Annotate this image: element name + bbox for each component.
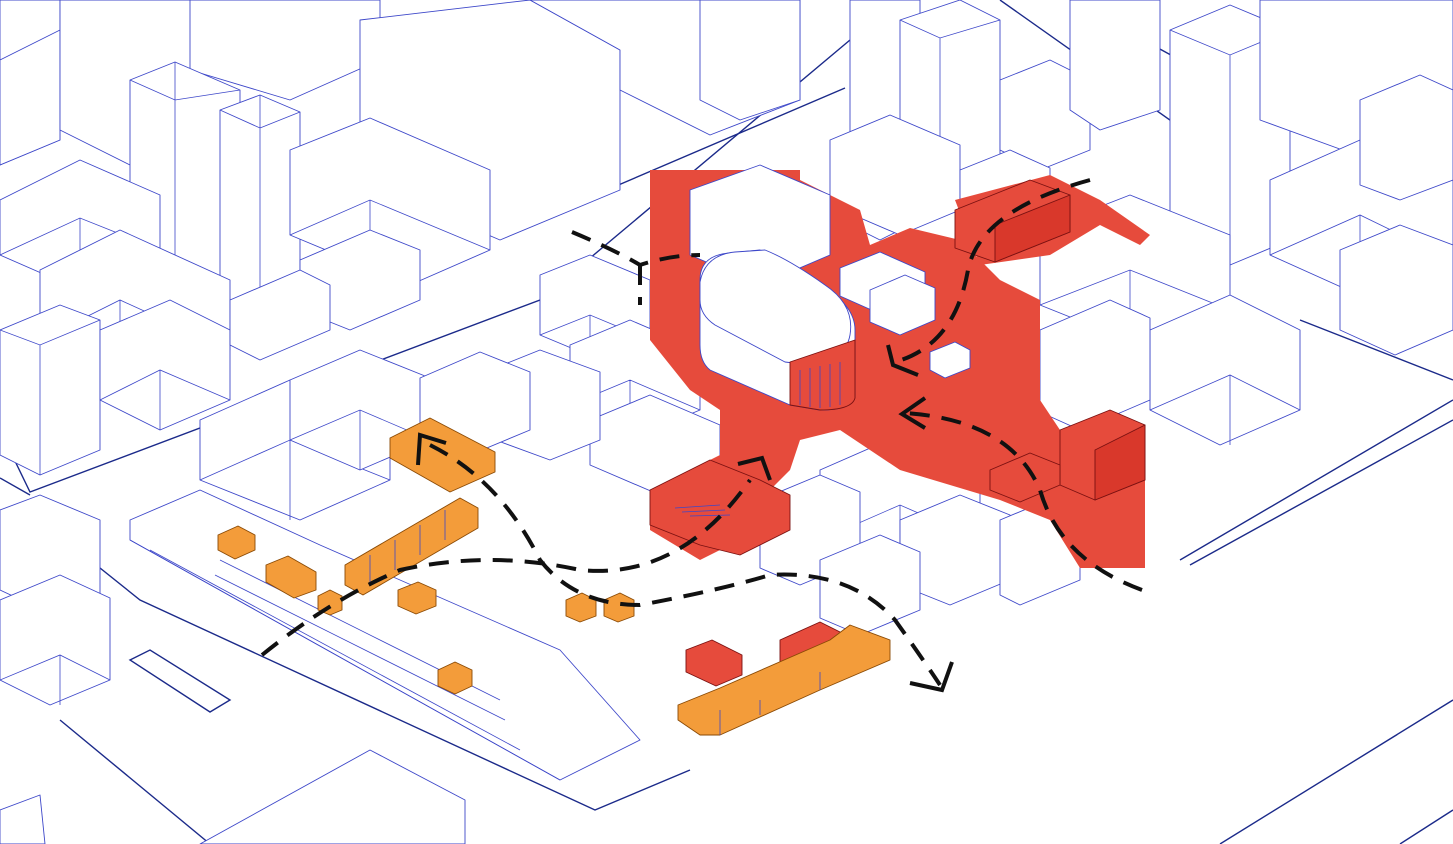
road-edge bbox=[1299, 319, 1453, 381]
context-building bbox=[0, 574, 111, 706]
road-edge bbox=[59, 719, 211, 844]
orange-divisions bbox=[369, 510, 446, 585]
zone-building-roof bbox=[699, 249, 852, 366]
zone-building-facade bbox=[789, 339, 856, 411]
road-edge bbox=[1219, 699, 1453, 844]
context-building bbox=[0, 794, 46, 844]
flow-path bbox=[429, 443, 942, 687]
orange-block bbox=[217, 525, 256, 560]
road-edge bbox=[0, 477, 31, 496]
red-block bbox=[989, 452, 1061, 503]
roof-edge bbox=[1149, 374, 1301, 445]
road-edge bbox=[1399, 809, 1453, 844]
context-building bbox=[999, 59, 1091, 171]
orange-divisions bbox=[719, 672, 821, 735]
orange-block bbox=[265, 555, 317, 599]
flow-path bbox=[571, 230, 701, 268]
roof-edge bbox=[99, 369, 231, 430]
roof-edge bbox=[0, 654, 111, 705]
tower-edge bbox=[219, 95, 301, 318]
roof-edge bbox=[0, 319, 101, 475]
flow-path bbox=[904, 411, 1143, 592]
context-building bbox=[1069, 0, 1161, 131]
context-building bbox=[0, 29, 61, 166]
context-building bbox=[1339, 224, 1453, 356]
context-building bbox=[229, 269, 331, 361]
buildings-in-red-zone bbox=[689, 164, 971, 411]
orange-new-buildings bbox=[217, 417, 891, 736]
platform-edge bbox=[149, 549, 521, 751]
road-edge bbox=[128, 649, 232, 713]
orange-block-large bbox=[677, 624, 891, 736]
zone-building bbox=[869, 274, 936, 336]
arrowhead bbox=[886, 344, 919, 377]
orange-block bbox=[389, 417, 496, 493]
context-building bbox=[819, 534, 921, 636]
red-block bbox=[685, 639, 743, 687]
red-block-side bbox=[994, 194, 1071, 263]
context-building bbox=[199, 749, 466, 844]
orange-block bbox=[565, 592, 597, 623]
zone-building bbox=[929, 341, 971, 379]
context-building bbox=[0, 304, 101, 476]
red-block-side bbox=[1094, 424, 1146, 501]
circulation-flows bbox=[260, 178, 1143, 693]
arrowhead bbox=[909, 661, 954, 693]
context-building bbox=[1359, 74, 1453, 201]
arrowhead bbox=[898, 396, 927, 430]
red-block bbox=[649, 459, 791, 556]
arrowhead bbox=[416, 432, 447, 466]
flow-path bbox=[260, 478, 752, 657]
orange-block bbox=[397, 581, 437, 615]
arrowhead bbox=[737, 455, 772, 481]
ramp-lines bbox=[674, 504, 731, 517]
context-building bbox=[699, 0, 801, 121]
facade-lines bbox=[799, 362, 841, 408]
context-building bbox=[189, 0, 381, 101]
road-edge bbox=[1189, 419, 1453, 566]
orange-block bbox=[437, 661, 473, 695]
orange-block bbox=[603, 592, 635, 623]
road-edge bbox=[1179, 399, 1453, 561]
